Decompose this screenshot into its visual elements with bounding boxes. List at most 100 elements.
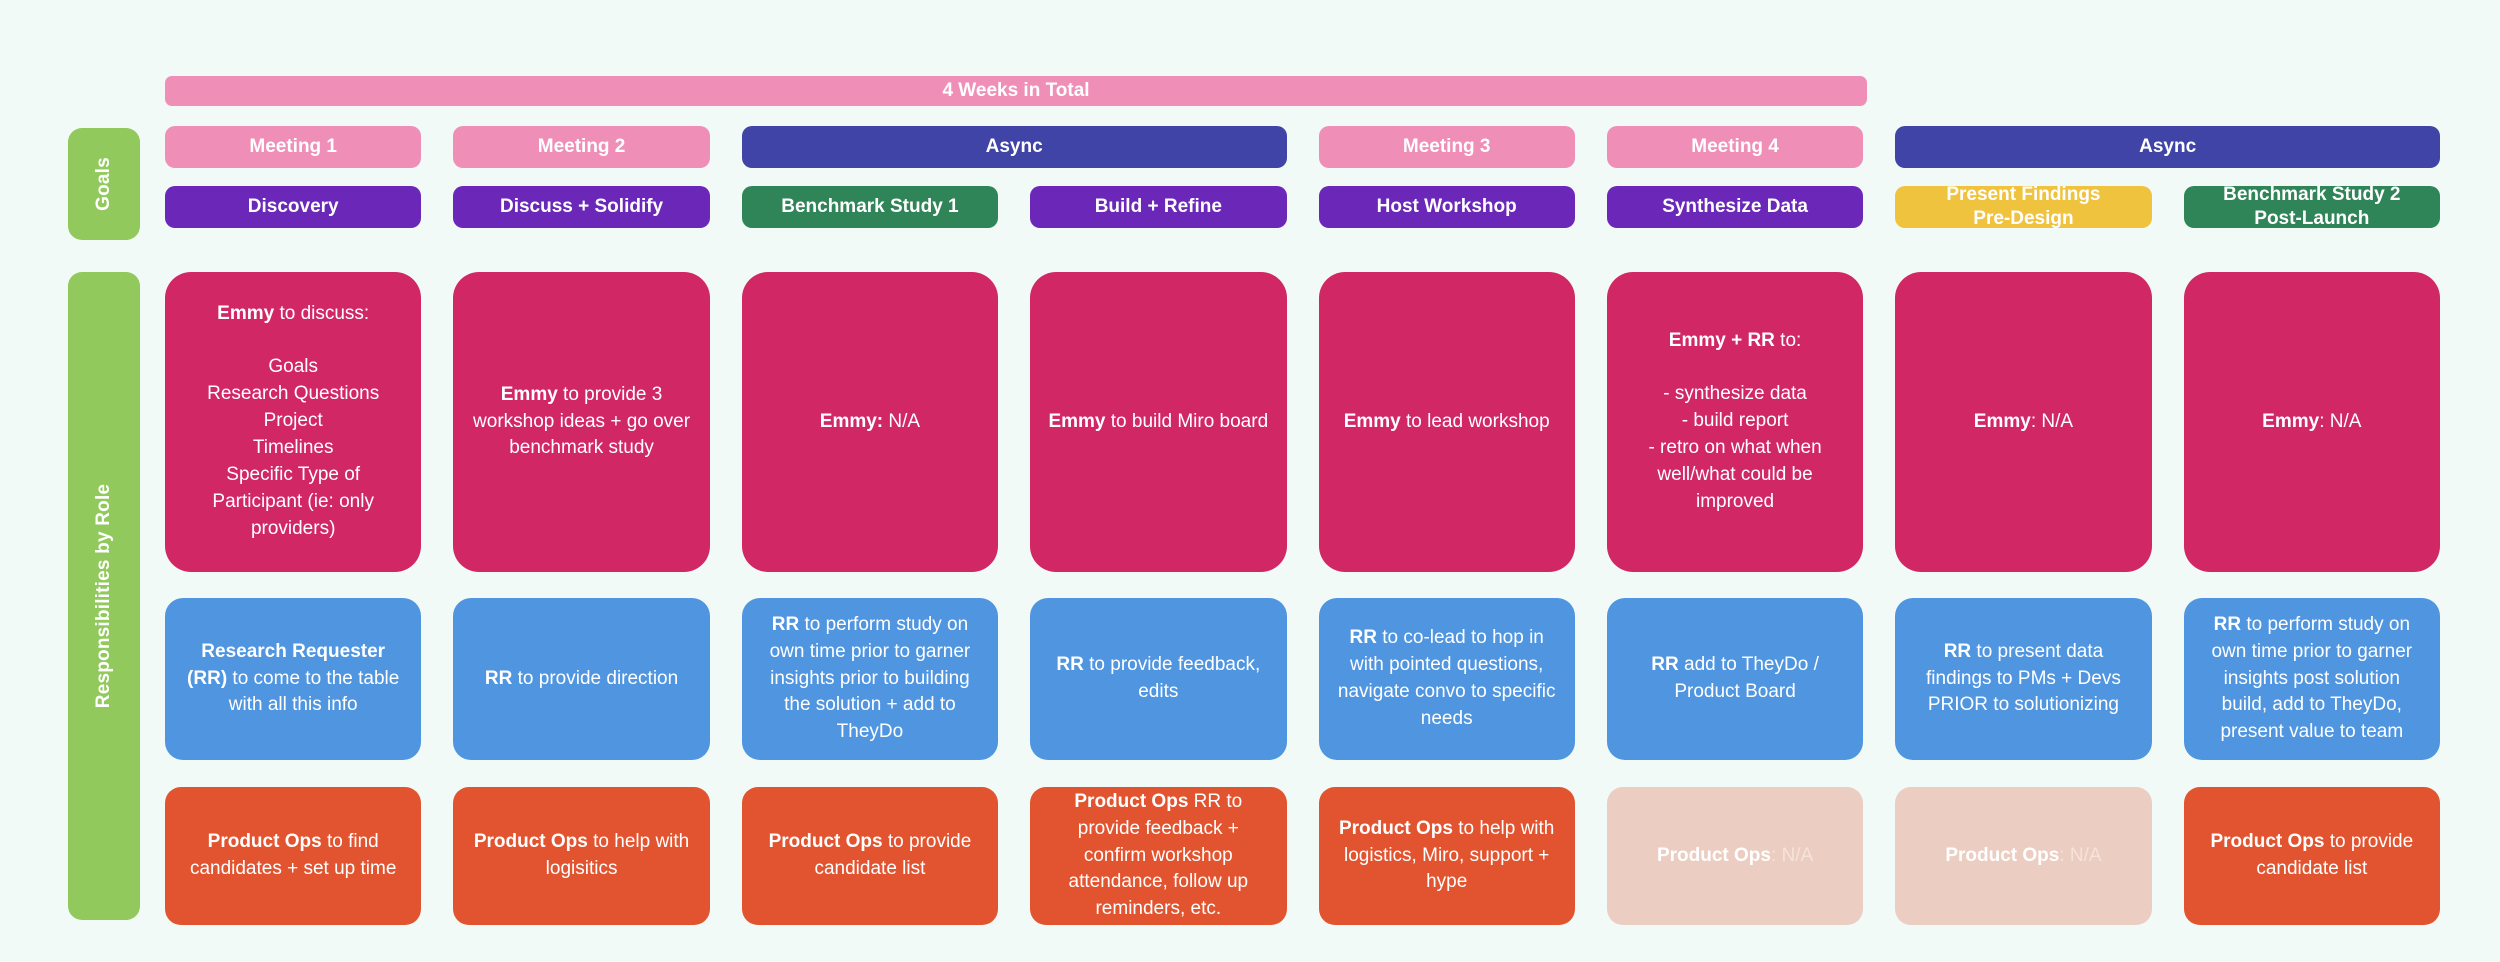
rr-responsibility-row: Research Requester (RR) to come to the t… [165, 598, 2440, 760]
product-ops-card-text-detail: : N/A [2059, 844, 2102, 866]
product-ops-card-text-role: Product Ops [207, 831, 322, 853]
rr-card[interactable]: RR to provide direction [453, 598, 710, 760]
product-ops-card-text-role: Product Ops [2210, 831, 2325, 853]
emmy-card[interactable]: Emmy: N/A [2183, 272, 2440, 572]
goal-card[interactable]: Discuss + Solidify [453, 186, 710, 228]
phase-card[interactable]: Meeting 1 [165, 126, 422, 168]
product-ops-card[interactable]: Product Ops: N/A [1895, 787, 2152, 925]
product-ops-responsibility-row: Product Ops to find candidates + set up … [165, 787, 2440, 925]
product-ops-card-text-detail: to provide candidate list [2256, 831, 2414, 879]
rr-card-text-role: RR [1056, 654, 1084, 676]
emmy-card[interactable]: Emmy to lead workshop [1318, 272, 1575, 572]
emmy-card-text-detail: : N/A [2030, 410, 2074, 432]
goal-card[interactable]: Synthesize Data [1606, 186, 1864, 228]
emmy-card-heading-detail: to discuss: [274, 303, 370, 325]
product-ops-card-text-detail: to find candidates + set up time [189, 831, 397, 879]
product-ops-card-text-role: Product Ops [768, 831, 883, 853]
emmy-card[interactable]: Emmy: N/A [741, 272, 999, 572]
emmy-card[interactable]: Emmy + RR to:- synthesize data- build re… [1606, 272, 1864, 572]
emmy-card[interactable]: Emmy to provide 3 workshop ideas + go ov… [453, 272, 710, 572]
product-ops-card[interactable]: Product Ops to help with logisitics [453, 787, 710, 925]
phase-card-label: Async [985, 136, 1043, 158]
phase-card[interactable]: Meeting 3 [1318, 126, 1575, 168]
product-ops-card-text-detail: to provide candidate list [814, 831, 972, 879]
product-ops-card-text-detail: : N/A [1770, 844, 1814, 866]
phase-card[interactable]: Async [741, 126, 1287, 168]
product-ops-card-text-role: Product Ops [1945, 844, 2060, 866]
product-ops-card[interactable]: Product Ops to find candidates + set up … [165, 787, 422, 925]
phase-card[interactable]: Async [1895, 126, 2440, 168]
goal-card[interactable]: Host Workshop [1318, 186, 1575, 228]
emmy-card-line: Goals [268, 356, 318, 378]
product-ops-card-text-detail: to help with logisitics [545, 831, 690, 879]
emmy-card-line: providers) [250, 517, 336, 539]
emmy-card-text: Emmy to lead workshop [1344, 409, 1550, 436]
emmy-card-text: Emmy: N/A [820, 409, 920, 436]
rr-card-text-detail: add to TheyDo / Product Board [1674, 654, 1819, 702]
emmy-card-text-detail: N/A [883, 410, 921, 432]
rr-card[interactable]: RR to provide feedback, edits [1030, 598, 1287, 760]
product-ops-card[interactable]: Product Ops to provide candidate list [741, 787, 999, 925]
emmy-card-line: Timelines [252, 437, 334, 458]
product-ops-card-text-role: Product Ops [1074, 790, 1189, 812]
phase-card-label: Meeting 3 [1402, 136, 1491, 158]
goal-card-label: Build + Refine [1094, 196, 1222, 218]
rr-card-text: RR to perform study on own time prior to… [760, 612, 980, 747]
emmy-card-line: - synthesize data [1663, 383, 1807, 405]
product-ops-card[interactable]: Product Ops to provide candidate list [2183, 787, 2440, 925]
rr-card[interactable]: RR add to TheyDo / Product Board [1606, 598, 1864, 760]
rr-card-text-role: RR [771, 613, 800, 635]
goal-card-label: Benchmark Study 1 [781, 196, 959, 218]
emmy-card-text-role: Emmy [500, 383, 558, 405]
rr-card-text-detail: to co-lead to hop in with pointed questi… [1337, 627, 1556, 729]
rail-responsibilities-label: Responsibilities by Role [93, 483, 114, 709]
product-ops-card[interactable]: Product Ops to help with logistics, Miro… [1318, 787, 1575, 925]
rr-card[interactable]: Research Requester (RR) to come to the t… [165, 598, 422, 760]
product-ops-card-text-detail: RR to provide feedback + confirm worksho… [1068, 790, 1249, 920]
emmy-card-text: Emmy to provide 3 workshop ideas + go ov… [471, 382, 691, 463]
rr-card[interactable]: RR to perform study on own time prior to… [2183, 598, 2440, 760]
emmy-card-text: Emmy to build Miro board [1048, 409, 1268, 436]
emmy-card-text-detail: to build Miro board [1105, 410, 1269, 432]
product-ops-card-text: Product Ops to help with logistics, Miro… [1337, 816, 1557, 897]
phase-card-label: Meeting 4 [1691, 136, 1779, 158]
rr-card-text-detail: to come to the table with all this info [227, 667, 400, 716]
emmy-card-heading-role: Emmy + RR [1668, 330, 1775, 352]
phase-card[interactable]: Meeting 4 [1606, 126, 1864, 168]
rr-card[interactable]: RR to perform study on own time prior to… [741, 598, 999, 760]
rail-goals: Goals [68, 128, 140, 240]
product-ops-card[interactable]: Product Ops RR to provide feedback + con… [1030, 787, 1287, 925]
emmy-card[interactable]: Emmy to build Miro board [1030, 272, 1287, 572]
rr-card-text-detail: to perform study on own time prior to ga… [2211, 613, 2413, 743]
product-ops-card-text-detail: to help with logistics, Miro, support + … [1343, 817, 1555, 893]
emmy-card-text-role: Emmy [1973, 410, 2031, 432]
rail-responsibilities: Responsibilities by Role [68, 272, 140, 920]
emmy-card-heading: Emmy to discuss: [207, 301, 379, 328]
rr-card-text-role: RR [1943, 640, 1972, 662]
emmy-card[interactable]: Emmy: N/A [1895, 272, 2152, 572]
goal-card[interactable]: Benchmark Study 1 [741, 186, 999, 228]
timeline-banner-label: 4 Weeks in Total [942, 80, 1090, 101]
product-ops-card-text: Product Ops: N/A [1945, 843, 2101, 870]
rr-card-text: RR to present data findings to PMs + Dev… [1913, 639, 2133, 720]
emmy-card-line: improved [1695, 490, 1775, 512]
emmy-card-content: Emmy + RR to:- synthesize data- build re… [1648, 328, 1821, 516]
product-ops-card-text: Product Ops to help with logisitics [471, 829, 691, 883]
goal-card[interactable]: Discovery [165, 186, 422, 228]
product-ops-card-text: Product Ops to find candidates + set up … [183, 829, 403, 883]
emmy-card-line: Specific Type of [226, 463, 361, 485]
rr-card[interactable]: RR to present data findings to PMs + Dev… [1895, 598, 2152, 760]
rr-card[interactable]: RR to co-lead to hop in with pointed que… [1318, 598, 1575, 760]
rr-card-text-detail: to provide feedback, edits [1083, 654, 1261, 702]
goal-card[interactable]: Build + Refine [1030, 186, 1287, 228]
phase-card[interactable]: Meeting 2 [453, 126, 710, 168]
rr-card-text: RR to provide feedback, edits [1048, 652, 1268, 706]
product-ops-card[interactable]: Product Ops: N/A [1606, 787, 1864, 925]
phase-card-label: Meeting 1 [249, 136, 337, 158]
